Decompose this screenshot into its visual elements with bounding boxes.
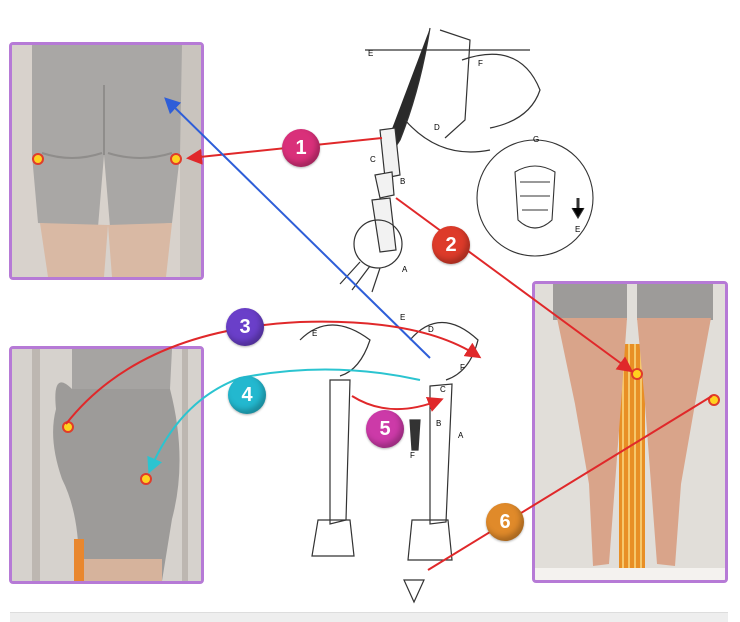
- anatomy-letter-top-4: B: [400, 177, 405, 186]
- anatomy-letter-top-3: C: [370, 155, 376, 164]
- knee-marker-left: [631, 368, 643, 380]
- badge-2: 2: [432, 226, 470, 264]
- anatomy-letter-inset-1: E: [575, 225, 580, 234]
- badge-6: 6: [486, 503, 524, 541]
- anatomy-letter-right-6: F: [410, 451, 415, 460]
- anatomy-letter-top-1: F: [478, 59, 483, 68]
- badge-4: 4: [228, 376, 266, 414]
- rear-hips-photo: [9, 42, 204, 280]
- anatomy-letter-left-0: E: [312, 329, 317, 338]
- anatomy-letter-top-2: D: [434, 123, 440, 132]
- rear-hips-illustration: [12, 45, 201, 277]
- spine-inset: [476, 139, 594, 257]
- anatomy-letter-right-5: A: [458, 431, 464, 440]
- badge-1: 1: [282, 129, 320, 167]
- anatomy-letter-right-1: D: [428, 325, 434, 334]
- anatomy-letter-top-0: E: [368, 49, 373, 58]
- footer-bar: [10, 612, 728, 622]
- thigh-marker: [140, 473, 152, 485]
- anatomy-letter-right-3: C: [440, 385, 446, 394]
- legs-skeleton-sketch: [299, 321, 479, 604]
- anatomy-letter-top-5: A: [402, 265, 408, 274]
- badge-3: 3: [226, 308, 264, 346]
- badge-5: 5: [366, 410, 404, 448]
- anatomy-letter-right-0: E: [400, 313, 405, 322]
- anatomy-letter-inset-0: G: [533, 135, 539, 144]
- hip-marker-left: [32, 153, 44, 165]
- anatomy-letter-right-2: F: [460, 363, 465, 372]
- anatomy-letter-right-4: B: [436, 419, 441, 428]
